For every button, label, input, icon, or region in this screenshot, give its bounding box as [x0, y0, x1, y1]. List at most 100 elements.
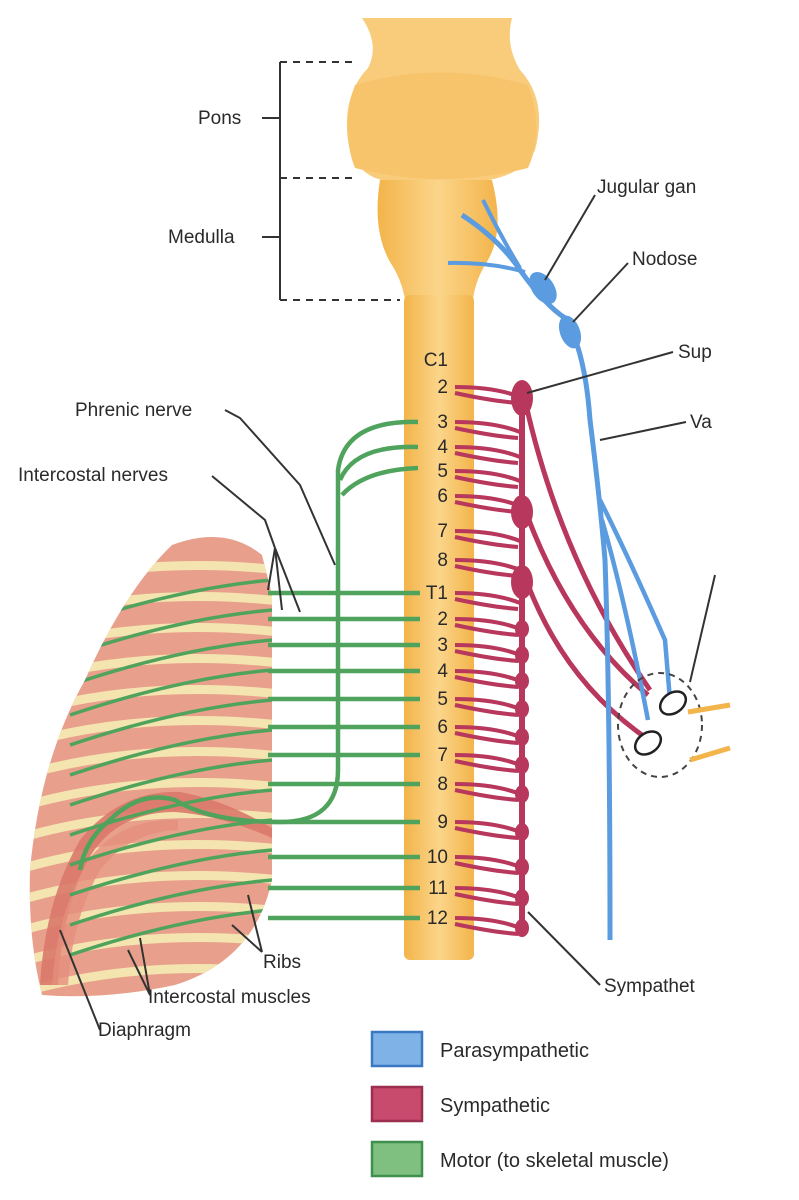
chest-nerve-branch: [69, 908, 272, 957]
sympathetic-ganglion: [515, 919, 529, 937]
legend-label-motor: Motor (to skeletal muscle): [440, 1150, 669, 1172]
thoracic-segment-label: 5: [437, 689, 448, 710]
cardiac-ganglion-upper: [658, 690, 688, 716]
cervical-segment-label: 2: [437, 377, 448, 398]
ramus: [454, 892, 519, 906]
cervical-segment-label: 5: [437, 461, 448, 482]
vagus-rootlet: [447, 260, 526, 274]
chest-nerve-branch: [69, 638, 272, 687]
thoracic-segment-label: 7: [437, 745, 448, 766]
ribs-label: Ribs: [263, 952, 301, 973]
ramus: [454, 826, 519, 840]
ramus: [454, 558, 521, 572]
chest-nerve-branch: [69, 848, 272, 897]
sympathetic-ganglion: [515, 889, 529, 907]
jugular-ganglion: [529, 271, 557, 305]
phrenic-root-c5: [340, 465, 419, 497]
sympathetic-ganglion: [515, 728, 529, 746]
thoracic-segment-label: 4: [437, 661, 448, 682]
sympathetic-ganglion: [515, 823, 529, 841]
vagus-label: Va: [690, 412, 712, 433]
thoracic-segment-label: T1: [426, 583, 448, 604]
cervical-segment-label: 3: [437, 412, 448, 433]
legend-swatch-motor: [370, 1140, 424, 1178]
intercostal-nerves-label: Intercostal nerves: [18, 465, 168, 486]
ramus: [454, 703, 519, 717]
phrenic-nerve-label: Phrenic nerve: [75, 400, 192, 421]
chest-nerve-branch: [69, 728, 272, 777]
cervical-segment-label: 7: [437, 521, 448, 542]
nodose-ganglion: [558, 315, 582, 349]
thoracic-segment-label: 12: [427, 908, 448, 929]
chest-nerve-branch: [69, 698, 272, 747]
cardiac-nerve: [525, 584, 644, 738]
sympathetic-ganglion: [515, 700, 529, 718]
ramus: [454, 623, 519, 637]
ramus: [454, 731, 519, 745]
vagus-rootlet: [481, 199, 522, 270]
rib: [29, 871, 272, 905]
nodose-ganglion-label: Nodose: [632, 249, 698, 270]
rib: [29, 778, 272, 812]
postganglionic-branch-1: [687, 702, 731, 715]
sympathetic-ganglion: [515, 620, 529, 638]
sympathetic-chain: [454, 380, 653, 937]
leader-lines: [59, 194, 687, 1031]
ramus: [454, 420, 521, 434]
sympathetic-ganglion: [515, 785, 529, 803]
sympathetic-ganglion: [515, 646, 529, 664]
ramus: [454, 591, 521, 605]
thoracic-segment-label: 10: [427, 847, 448, 868]
ramus: [454, 445, 521, 459]
legend: Parasympathetic Sympathetic Motor (to sk…: [370, 1030, 669, 1178]
cardiac-vagal-branch: [599, 519, 651, 721]
ramus: [454, 597, 519, 611]
sympathetic-ganglion: [515, 756, 529, 774]
cervical-segment-label: 8: [437, 550, 448, 571]
jugular-ganglion-label: Jugular gan: [597, 177, 696, 198]
sympathetic-ganglion: [515, 858, 529, 876]
cervical-segment-label: 6: [437, 486, 448, 507]
chest-nerve-branch: [69, 758, 272, 807]
legend-swatch-parasympathetic: [370, 1030, 424, 1068]
ramus: [454, 861, 519, 875]
chest-nerve-branch: [69, 818, 272, 867]
sympathetic-chain-label: Sympathet: [604, 976, 696, 997]
vagus-nerve: [447, 199, 673, 941]
cardiac-vagal-branch: [597, 498, 673, 701]
superior-ganglion-label: Sup: [678, 342, 712, 363]
ramus: [454, 451, 519, 465]
phrenic-root-c3: [335, 419, 419, 560]
thoracic-segment-label: 9: [437, 812, 448, 833]
ramus: [454, 788, 519, 802]
thoracic-segment-label: 6: [437, 717, 448, 738]
plexus-leader: [689, 574, 716, 683]
diaphragm-label: Diaphragm: [98, 1020, 191, 1041]
medulla-body: [377, 180, 498, 300]
brainstem: [346, 18, 540, 960]
ramus: [454, 529, 521, 543]
cervical-segment-label: C1: [424, 350, 448, 371]
cardiac-nerve: [522, 399, 653, 692]
postganglionic-branch-2: [689, 745, 731, 763]
cardiac-ganglion-lower: [633, 730, 663, 756]
ramus: [454, 675, 519, 689]
ramus: [454, 475, 519, 489]
brainstem-brackets: [262, 61, 400, 301]
cardiac-nerve: [524, 514, 650, 697]
spinal-cord: [404, 295, 474, 960]
chest-nerve-branch: [69, 878, 272, 927]
ramus: [454, 759, 519, 773]
cervical-segment-label: 4: [437, 437, 448, 458]
cardiac-plexus: [617, 574, 731, 778]
intercostal-muscles-label: Intercostal muscles: [148, 987, 311, 1008]
chest-nerve-branch: [69, 668, 272, 717]
chest-wall: [29, 537, 272, 997]
legend-label-parasympathetic: Parasympathetic: [440, 1040, 589, 1062]
thoracic-segment-label: 3: [437, 635, 448, 656]
sympathetic-ganglion: [515, 672, 529, 690]
chest-nerve-branch: [69, 788, 272, 837]
diaphragm-inner: [52, 819, 178, 985]
